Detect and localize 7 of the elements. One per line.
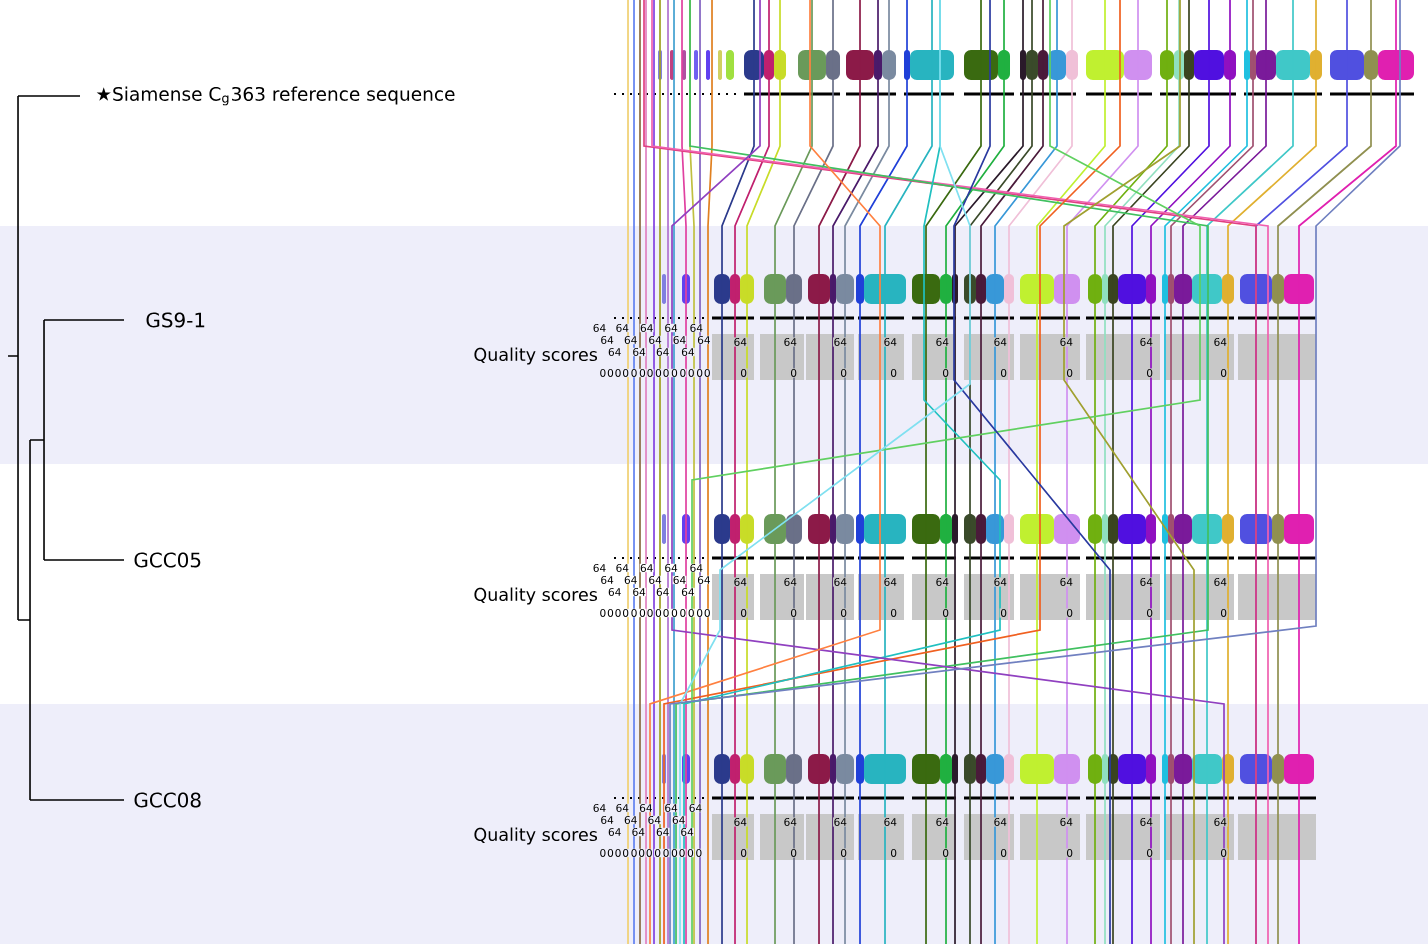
track-label: Quality scores <box>474 587 598 605</box>
leaf-label: GCC05 <box>134 552 201 568</box>
track-label: Quality scores <box>474 827 598 845</box>
leaf-label: GCC08 <box>134 792 201 808</box>
track-label: Quality scores <box>474 347 598 365</box>
leaf-label: ★Siamense C$_{g}$363 reference sequence <box>96 86 455 106</box>
leaf-label: GS9-1 <box>146 312 205 328</box>
